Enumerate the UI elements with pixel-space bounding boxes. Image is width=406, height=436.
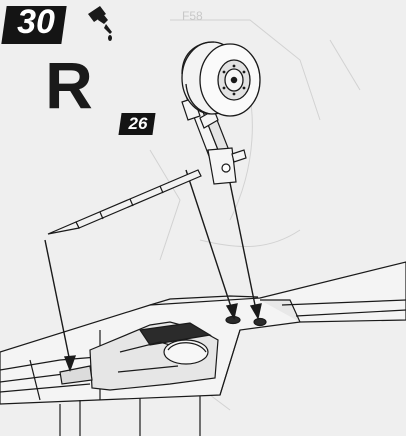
side-indicator: R bbox=[45, 48, 93, 122]
part-number: 26 bbox=[128, 114, 148, 133]
landing-gear-wheel bbox=[181, 41, 261, 117]
reverse-side-code: F58 bbox=[182, 9, 203, 23]
step-number: 30 bbox=[17, 3, 55, 41]
wheel-bay bbox=[59, 315, 267, 391]
glue-bottle-icon bbox=[88, 6, 112, 41]
rod-part bbox=[47, 169, 202, 235]
placement-arrows bbox=[44, 169, 262, 373]
